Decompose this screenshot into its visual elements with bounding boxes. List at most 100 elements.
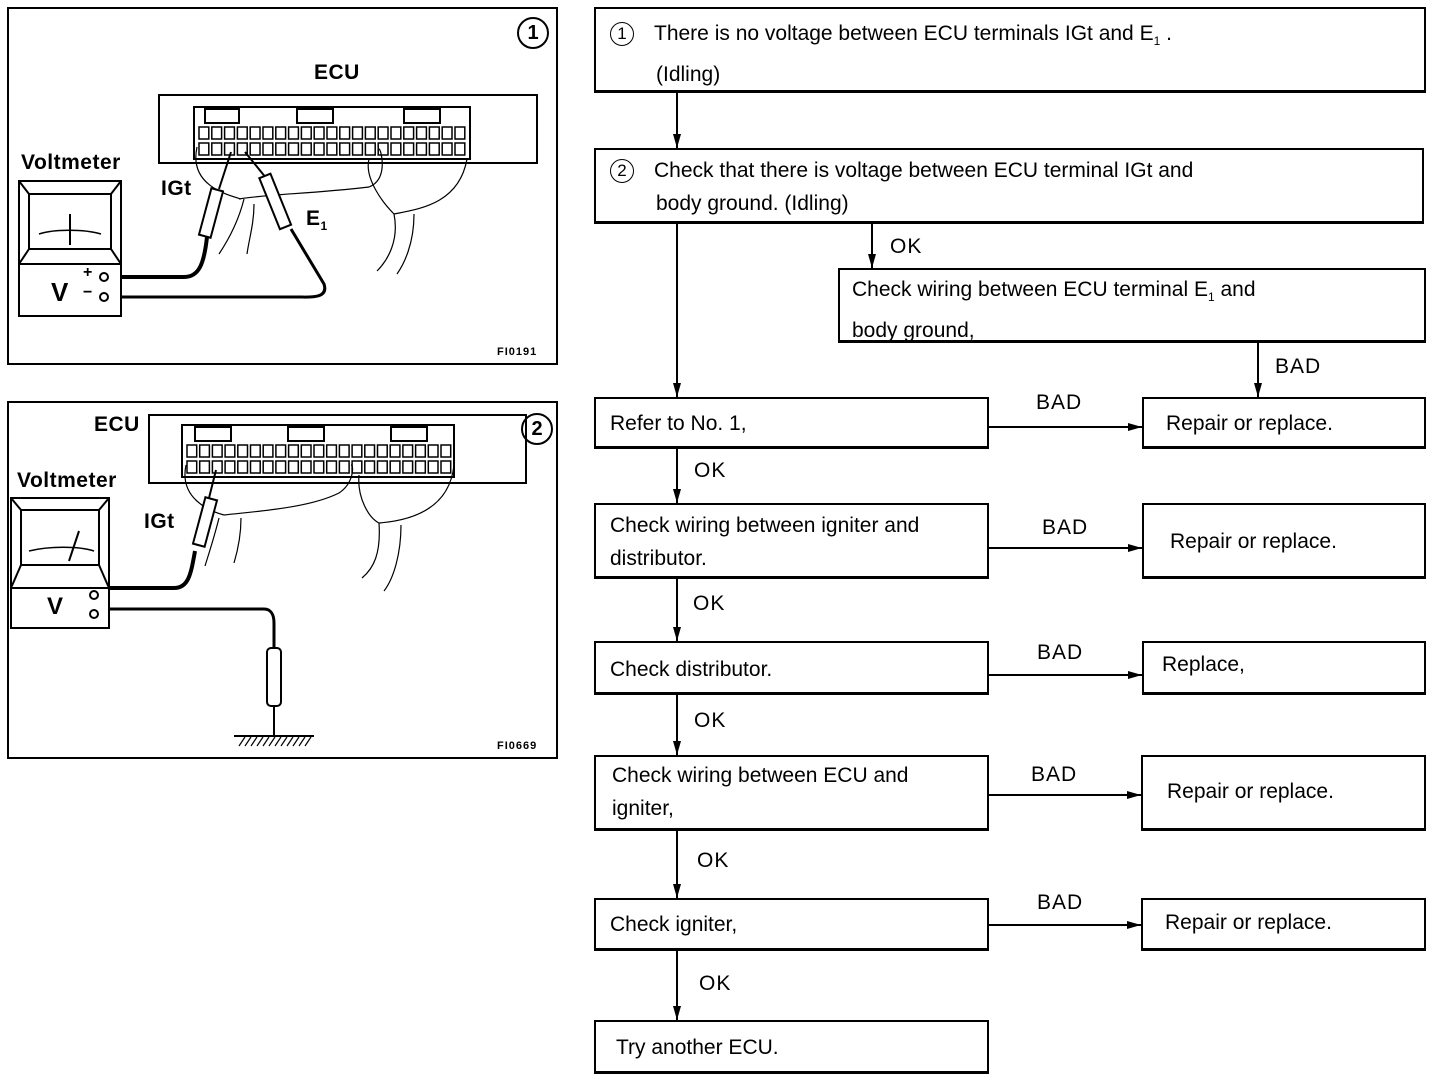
connector-pin (441, 142, 453, 156)
flow-check-distributor: Check distributor. (594, 641, 989, 695)
connector-pin (364, 460, 376, 474)
connector-pin (186, 460, 198, 474)
wiring-e1-text: Check wiring between ECU terminal E (852, 278, 1208, 301)
connector-pin (402, 460, 414, 474)
connector-pin (376, 460, 388, 474)
connector-pin (414, 460, 427, 474)
edge-label-ok: OK (694, 709, 727, 732)
ecu-housing (158, 94, 538, 164)
connector-pin (454, 142, 466, 156)
connector-pin (338, 460, 350, 474)
ground-hatch (238, 736, 246, 747)
connector-pin (287, 444, 300, 458)
arrowhead (673, 627, 681, 641)
connector-pin (313, 126, 325, 140)
ecu-connector (181, 424, 455, 478)
voltmeter-label: Voltmeter (21, 151, 121, 174)
e1-label-main: E (306, 207, 321, 230)
wiring-e1-subscript: 1 (1207, 290, 1215, 305)
check-dist-text: Check distributor. (610, 658, 773, 681)
connector-pin (211, 126, 223, 140)
figure-number-badge: 1 (517, 17, 549, 49)
ground-hatch (250, 736, 258, 747)
edge-label-bad: BAD (1037, 641, 1084, 664)
repair-4-text: Repair or replace. (1165, 911, 1332, 934)
flow-check-igniter: Check igniter, (594, 898, 989, 951)
ground-hatch (274, 736, 282, 747)
connector-pin (376, 444, 388, 458)
figure-code: FI0669 (497, 740, 538, 752)
connector-pin (325, 460, 338, 474)
ground-hatch (298, 736, 306, 747)
connector-pin (440, 460, 452, 474)
connector-pin (414, 444, 427, 458)
edge-label-bad: BAD (1275, 355, 1322, 378)
step-1-text: There is no voltage between ECU terminal… (654, 22, 1154, 45)
connector-pin (326, 142, 338, 156)
replace-text: Replace, (1162, 653, 1245, 676)
connector-pin (224, 444, 236, 458)
edge-label-ok: OK (890, 235, 923, 258)
connector-pin (351, 444, 363, 458)
step-2-text: Check that there is voltage between ECU … (654, 159, 1194, 182)
connector-pin (364, 126, 376, 140)
flow-check-wiring-ecu-igniter: Check wiring between ECU and igniter, (594, 755, 989, 831)
flow-check-wiring-e1: Check wiring between ECU terminal E1 and… (838, 268, 1426, 343)
connector-pin (262, 444, 274, 458)
connector-pin (249, 444, 261, 458)
edge-label-ok: OK (693, 592, 726, 615)
connector-pin (339, 142, 351, 156)
step-1-punct: . (1160, 22, 1172, 45)
connector-pin (428, 126, 440, 140)
connector-pin (287, 142, 300, 156)
connector-pin (287, 460, 300, 474)
connector-pin (300, 126, 312, 140)
figure-number-badge: 2 (521, 413, 553, 445)
flow-repair-4: Repair or replace. (1141, 898, 1426, 951)
wiring-ecu-ig-line1: Check wiring between ECU and (612, 764, 909, 787)
flow-refer-no1: Refer to No. 1, (594, 397, 989, 449)
edge-label-ok: OK (699, 972, 732, 995)
connector-pin (262, 126, 274, 140)
arrowhead (1128, 423, 1142, 431)
arrowhead (673, 134, 681, 148)
connector-pin (224, 460, 236, 474)
connector-pin (211, 444, 223, 458)
connector-pin (198, 460, 211, 474)
step-number-badge: 1 (610, 22, 634, 47)
connector-pin (390, 126, 402, 140)
arrowhead (673, 1006, 681, 1020)
arrowhead (673, 884, 681, 898)
connector-pin (402, 444, 414, 458)
edge-label-bad: BAD (1037, 891, 1084, 914)
wiring-e1-line2: body ground, (852, 319, 975, 343)
edge-label-ok: OK (697, 849, 730, 872)
flow-check-wiring-igniter-distributor: Check wiring between igniter and distrib… (594, 503, 989, 579)
figure-2-illustration (10, 414, 527, 747)
flow-step-1: 1 There is no voltage between ECU termina… (594, 7, 1426, 93)
e1-label-sub: 1 (320, 219, 328, 234)
connector-pin (198, 444, 211, 458)
connector-pin (389, 444, 401, 458)
connector-pin (440, 444, 452, 458)
e1-label: E1 (306, 207, 328, 233)
connector-pin (326, 126, 338, 140)
flow-replace: Replace, (1142, 641, 1426, 695)
connector-pin (198, 126, 210, 140)
arrowhead (1128, 671, 1142, 679)
connector-pin (403, 142, 415, 156)
connector-pin (441, 126, 453, 140)
arrowhead (673, 489, 681, 503)
edge-label-ok: OK (694, 459, 727, 482)
figure-2: 2 ECU Voltmeter IGt V FI0669 (7, 401, 558, 759)
connector-pin (377, 142, 389, 156)
connector-pin (287, 126, 300, 140)
connector-pin (338, 444, 350, 458)
connector-pin (313, 444, 325, 458)
minus-sign: − (83, 284, 93, 301)
meter-symbol: V (51, 277, 69, 307)
connector-pin (198, 142, 210, 156)
arrowhead (673, 741, 681, 755)
connector-pin (237, 460, 249, 474)
